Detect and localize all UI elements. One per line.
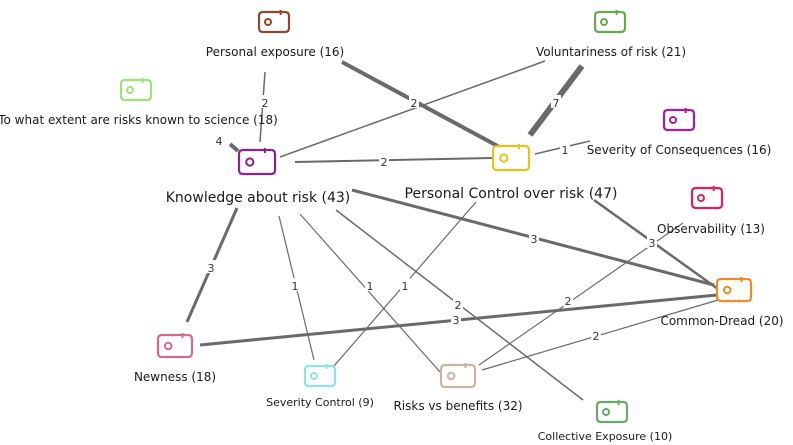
edge-knowledge-personal_control [294, 157, 493, 163]
edge-weight-label: 1 [562, 144, 569, 157]
node-label: Knowledge about risk (43) [166, 190, 351, 206]
node-newness[interactable]: Newness (18) [134, 333, 216, 384]
edge-weight-label: 2 [593, 330, 600, 343]
edge-label-bg [529, 231, 539, 244]
tag-icon [715, 277, 753, 303]
edge-label-bg [647, 235, 657, 248]
node-severity-control[interactable]: Severity Control (9) [266, 364, 374, 409]
node-voluntariness[interactable]: Voluntariness of risk (21) [536, 10, 686, 59]
tag-hole [697, 194, 705, 202]
node-collective-exposure[interactable]: Collective Exposure (10) [538, 400, 672, 443]
node-known-to-science[interactable]: To what extent are risks known to scienc… [0, 78, 278, 127]
tag-icon [595, 400, 629, 424]
tag-icon [119, 78, 153, 102]
edge-label-bg [563, 293, 573, 306]
edge-weight-label: 2 [565, 295, 572, 308]
node-severity-consequences[interactable]: Severity of Consequences (16) [587, 108, 772, 157]
edge-weight-label: 4 [216, 135, 223, 148]
edge-voluntariness-knowledge [279, 60, 546, 158]
tag-icon [156, 333, 194, 359]
tag-hole [163, 341, 173, 351]
edge-label-bg [560, 142, 570, 155]
node-label: Common-Dread (20) [660, 314, 783, 328]
node-label: Personal Control over risk (47) [405, 186, 618, 202]
edge-label-bg [551, 95, 561, 108]
edge-weight-label: 2 [262, 97, 269, 110]
tag-hole [126, 86, 134, 94]
edge-label-bg [206, 260, 216, 273]
edge-knowledge-risks_benefits [299, 213, 441, 373]
tag-hole [245, 157, 255, 167]
node-observability[interactable]: Observability (13) [657, 186, 765, 236]
edge-label-bg [591, 328, 601, 341]
edge-weight-label: 3 [208, 262, 215, 275]
node-label: Newness (18) [134, 370, 216, 384]
tag-hole [446, 371, 456, 381]
node-label: Collective Exposure (10) [538, 430, 672, 443]
tag-hole [310, 372, 318, 380]
node-risks-benefits[interactable]: Risks vs benefits (32) [393, 363, 523, 413]
tag-icon [662, 108, 696, 132]
edge-label-bg [400, 278, 410, 291]
tag-hole [600, 18, 608, 26]
edge-weight-label: 3 [453, 314, 460, 327]
node-common-dread[interactable]: Common-Dread (20) [660, 277, 784, 328]
edge-weight-label: 1 [402, 280, 409, 293]
tag-hole [602, 408, 610, 416]
edge-weight-label: 2 [455, 299, 462, 312]
edge-weight-label: 3 [649, 237, 656, 250]
node-label: To what extent are risks known to scienc… [0, 113, 278, 127]
edge-label-bg [409, 95, 419, 108]
tag-hole [264, 18, 272, 26]
edge-weight-label: 2 [381, 156, 388, 169]
edge-weight-label: 1 [292, 280, 299, 293]
node-label: Voluntariness of risk (21) [536, 45, 686, 59]
tag-hole [499, 153, 509, 163]
tag-hole [669, 116, 677, 124]
node-label: Severity Control (9) [266, 396, 374, 409]
edge-label-bg [290, 278, 300, 291]
tag-icon [303, 364, 337, 388]
tag-icon [491, 144, 531, 172]
edge-label-bg [214, 133, 224, 146]
edge-known_to_science-knowledge [228, 142, 240, 153]
node-personal-exposure[interactable]: Personal exposure (16) [206, 10, 344, 59]
node-knowledge[interactable]: Knowledge about risk (43) [166, 148, 351, 206]
tag-icon [257, 10, 291, 34]
node-label: Severity of Consequences (16) [587, 143, 772, 157]
edge-personal_exposure-personal_control [341, 60, 506, 152]
edge-label-bg [260, 95, 270, 108]
tag-icon [237, 148, 277, 176]
tag-hole [722, 285, 732, 295]
edge-label-bg [451, 312, 461, 325]
edge-weight-label: 3 [531, 233, 538, 246]
edge-weight-label: 1 [367, 280, 374, 293]
node-label: Observability (13) [657, 222, 765, 236]
node-label: Risks vs benefits (32) [393, 399, 522, 413]
node-label: Personal exposure (16) [206, 45, 344, 59]
edge-label-bg [365, 278, 375, 291]
node-personal-control[interactable]: Personal Control over risk (47) [405, 144, 618, 202]
edge-weight-label: 2 [411, 97, 418, 110]
edge-label-bg [453, 297, 463, 310]
tag-icon [690, 186, 724, 210]
tag-icon [439, 363, 477, 389]
tag-icon [593, 10, 627, 34]
edge-label-bg [379, 154, 389, 167]
edge-weight-label: 7 [553, 97, 560, 110]
